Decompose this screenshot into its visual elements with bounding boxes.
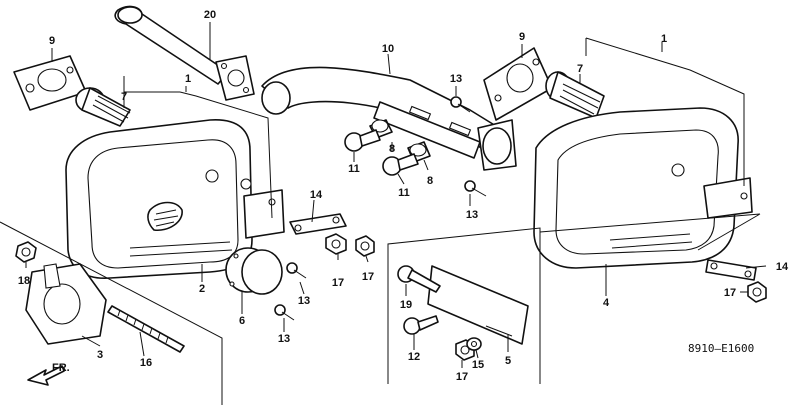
callout-14-right: 14 (776, 261, 789, 273)
callout-8-b: 8 (427, 175, 433, 187)
part-18-nut (15, 241, 37, 263)
part-11-bolt-b (382, 153, 419, 176)
part-2-muffler-left (65, 119, 285, 279)
part-3-flange (25, 263, 107, 345)
callout-9-right: 9 (519, 31, 525, 43)
part-7-screen-right (545, 71, 605, 119)
part-13-screw-b (464, 180, 487, 197)
callout-2: 2 (199, 283, 205, 295)
callout-1-right: 1 (661, 33, 667, 45)
leader-lines (25, 22, 767, 368)
part-20-exhaust-pipe (114, 5, 255, 101)
part-14-stay-left (289, 213, 347, 235)
callout-13-c: 13 (298, 295, 310, 307)
callout-11-a: 11 (348, 163, 360, 175)
callout-3: 3 (97, 349, 103, 361)
callout-9-left: 9 (49, 35, 55, 47)
callout-19: 19 (400, 299, 412, 311)
bracket-1-right (585, 37, 745, 186)
inset-box (387, 227, 541, 384)
callout-17-c: 17 (724, 287, 736, 299)
part-19-bolt (397, 265, 441, 293)
part-12-bolt (403, 315, 439, 335)
callout-11-b: 11 (398, 187, 410, 199)
part-13-screw-d (274, 304, 295, 321)
diagram-border-left (0, 221, 223, 405)
callout-1-left: 1 (185, 73, 191, 85)
callout-13-d: 13 (278, 333, 290, 345)
callout-12: 12 (408, 351, 420, 363)
part-17-nut-c (747, 281, 767, 303)
callout-18: 18 (18, 275, 30, 287)
part-13-screw-c (286, 262, 307, 279)
part-13-screw-a (450, 96, 471, 113)
diagram-code: 8910—E1600 (688, 342, 754, 355)
front-direction-label: FR. (52, 362, 70, 374)
callout-17-b: 17 (362, 271, 374, 283)
part-6-port-cover (225, 247, 283, 295)
callout-10: 10 (382, 43, 394, 55)
callout-17-a: 17 (332, 277, 344, 289)
callout-13-b: 13 (466, 209, 478, 221)
part-9-gasket-left (13, 55, 87, 111)
part-7-screen-left (75, 87, 131, 127)
part-16-stud-bolt (107, 305, 185, 353)
front-direction-arrow (27, 365, 65, 386)
part-9-gasket-right (483, 47, 553, 121)
callout-13-a: 13 (450, 73, 462, 85)
part-5-plate (427, 265, 529, 345)
part-17-nut-a (325, 233, 347, 255)
callout-4: 4 (603, 297, 610, 309)
callout-7-left: 7 (121, 91, 127, 103)
part-11-bolt-a (344, 129, 381, 152)
callout-15: 15 (472, 359, 484, 371)
callout-17-d: 17 (456, 371, 468, 383)
part-17-nut-b (355, 235, 375, 257)
diagram-border-right (539, 213, 761, 251)
callout-5: 5 (505, 355, 511, 367)
part-14-stay-right (705, 259, 757, 281)
part-15-washer (466, 337, 482, 351)
callout-6: 6 (239, 315, 245, 327)
callout-8-a: 8 (389, 143, 395, 155)
part-10-exhaust-pipe (261, 66, 517, 171)
part-4-muffler-right (533, 107, 753, 269)
callout-14-left: 14 (310, 189, 323, 201)
callout-20: 20 (204, 9, 216, 21)
callout-16: 16 (140, 357, 152, 369)
callout-7-right: 7 (577, 63, 583, 75)
